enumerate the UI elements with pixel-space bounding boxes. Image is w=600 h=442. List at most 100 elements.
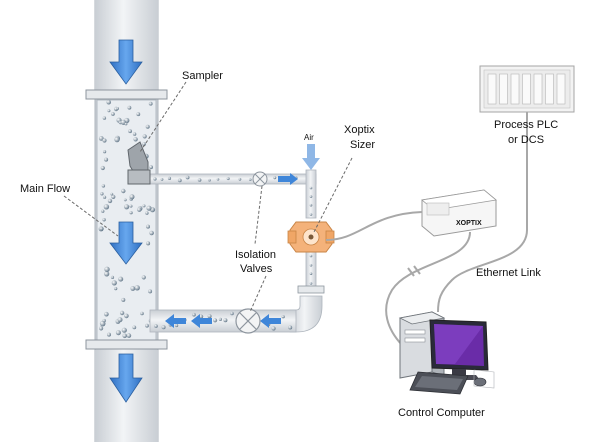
analyzer-unit: XOPTIX	[421, 189, 497, 237]
transparent-pipe-section	[96, 99, 157, 343]
sampler-leader	[139, 81, 187, 153]
particle	[160, 178, 164, 181]
ethernet-link-label: Ethernet Link	[476, 267, 541, 279]
particle	[103, 195, 107, 199]
particle	[122, 333, 127, 339]
particle	[149, 230, 154, 236]
particle	[145, 323, 149, 328]
particle	[145, 124, 150, 129]
valve-icon	[235, 308, 261, 334]
particle	[218, 317, 222, 321]
particle	[148, 101, 153, 106]
particle	[118, 276, 124, 282]
particle	[111, 280, 117, 286]
particle	[100, 192, 104, 196]
particle	[192, 312, 196, 317]
leader-lines	[63, 81, 353, 313]
plc-rack	[479, 65, 575, 113]
particle	[128, 129, 133, 134]
plc-label-line2: or DCS	[508, 134, 544, 146]
particle	[102, 116, 107, 120]
particle	[197, 178, 202, 182]
control-computer-label: Control Computer	[398, 407, 485, 419]
particle	[129, 211, 133, 215]
particle	[142, 204, 146, 208]
particle	[104, 311, 109, 317]
particle	[146, 224, 150, 229]
particle	[116, 107, 119, 110]
particle	[208, 178, 211, 182]
down-arrow-icon	[109, 353, 143, 403]
particle	[104, 266, 110, 272]
left-arrow-icon	[191, 314, 212, 328]
down-arrow-icon	[109, 39, 143, 85]
particle	[281, 315, 285, 319]
right-arrow-icon	[278, 173, 298, 185]
particle	[102, 138, 107, 143]
sampler-label: Sampler	[182, 70, 223, 82]
main-pipe-particles	[98, 99, 156, 339]
particle	[271, 326, 276, 331]
particle	[309, 264, 313, 267]
particle	[98, 136, 104, 141]
particle	[175, 323, 179, 328]
particle	[115, 330, 121, 336]
sample-loop-piping	[147, 169, 325, 333]
plc-label-line1: Process PLC	[494, 119, 558, 131]
particle	[124, 204, 130, 210]
particle	[309, 282, 313, 285]
particle	[104, 157, 109, 162]
particle	[141, 275, 146, 280]
particle	[309, 195, 313, 198]
particle	[106, 99, 111, 105]
particle	[124, 122, 128, 126]
particle	[230, 311, 234, 316]
particle	[104, 271, 110, 277]
particle	[142, 134, 147, 139]
plc-slot	[545, 73, 554, 105]
particle	[177, 178, 182, 183]
particle	[124, 313, 129, 319]
plc-slot	[533, 73, 543, 105]
particle	[309, 272, 313, 276]
plc-slot	[510, 73, 520, 105]
sample-loop-particles	[153, 175, 313, 331]
particle	[216, 178, 220, 181]
particle	[111, 194, 116, 199]
particle	[103, 150, 107, 154]
left-arrow-icon	[260, 314, 281, 328]
particle	[309, 203, 313, 207]
plc-slots	[487, 73, 566, 105]
particle	[146, 205, 152, 211]
plc-slot	[499, 73, 508, 105]
sizer-label-line1: Xoptix	[344, 124, 375, 136]
particle	[102, 218, 106, 222]
particle	[114, 287, 118, 291]
particle	[110, 192, 114, 196]
particle	[101, 184, 106, 188]
plc-slot	[556, 73, 566, 105]
particle	[167, 176, 172, 180]
particle	[99, 326, 104, 331]
particle	[161, 325, 166, 330]
particle	[121, 327, 127, 333]
particle	[123, 198, 127, 202]
particle	[199, 314, 204, 319]
particle	[288, 325, 293, 330]
isolation-leader-bottom	[249, 275, 267, 313]
plc-slot	[487, 73, 497, 105]
valve-icon	[252, 171, 268, 187]
isolation-leader-top	[254, 185, 263, 245]
particle	[127, 105, 132, 110]
particle	[309, 186, 313, 190]
particle	[99, 226, 104, 231]
lower-flange	[85, 339, 168, 350]
particle	[103, 204, 110, 210]
particle	[132, 325, 137, 330]
particle	[309, 213, 313, 216]
computer-icon	[398, 311, 495, 395]
particle	[137, 207, 142, 212]
particle	[148, 289, 153, 294]
down-arrow-icon	[302, 144, 320, 170]
